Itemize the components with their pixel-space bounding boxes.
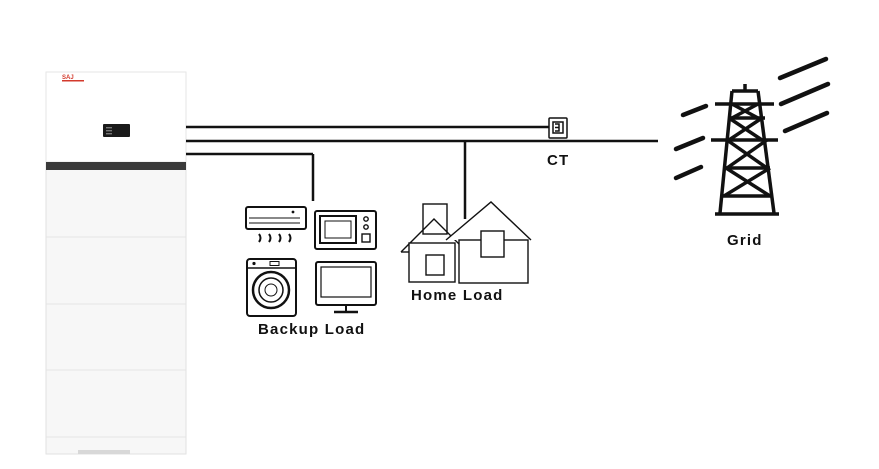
microwave-icon [314,210,377,250]
battery-inverter-unit: SAJ [45,71,187,455]
battery-base-foot [78,450,130,454]
tv-icon [315,261,377,314]
house-icon [400,201,532,284]
grid-label: Grid [727,232,763,249]
svg-text:SAJ: SAJ [62,75,74,81]
ct-label: CT [547,152,570,169]
ct-sensor-icon [548,117,568,139]
air-conditioner-icon [245,206,307,243]
wiring [186,125,658,219]
washing-machine-icon [246,258,297,317]
brand-logo: SAJ [62,75,84,82]
home-load-label: Home Load [411,287,504,304]
inverter-band [46,162,186,170]
transmission-tower-icon [673,56,831,216]
display-screen [103,124,130,137]
backup-load-appliances [245,206,377,317]
backup-load-label: Backup Load [258,321,366,338]
